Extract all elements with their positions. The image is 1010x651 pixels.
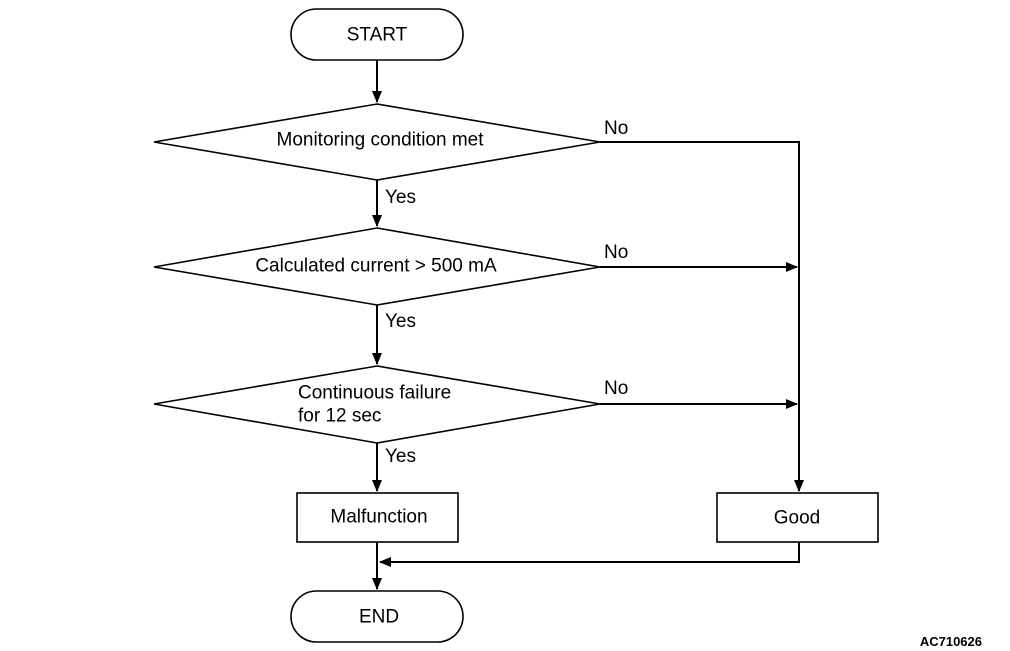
edge-label-continuous-yes: Yes [385,446,416,467]
node-malfunction: Malfunction [296,492,459,543]
node-monitoring-condition: Monitoring condition met [153,103,601,181]
malfunction-process-shape [296,492,459,543]
monitoring-decision-shape [153,103,601,181]
node-calculated-current: Calculated current > 500 mA [153,227,601,306]
continuous-failure-label-line2: for 12 sec [298,406,381,427]
edge-labels: Yes No Yes No Yes No [385,118,628,467]
monitoring-condition-label: Monitoring condition met [277,130,485,151]
continuous-decision-shape [153,365,601,444]
node-continuous-failure: Continuous failure for 12 sec [153,365,601,444]
start-terminator-shape [290,8,464,61]
figure-id: AC710626 [920,634,982,649]
edges [372,60,804,590]
node-start: START [290,8,464,61]
edge-label-current-yes: Yes [385,311,416,332]
start-label: START [347,25,408,46]
edge-label-continuous-no: No [604,378,628,399]
node-end: END [290,590,464,643]
calculated-current-label: Calculated current > 500 mA [255,256,497,277]
edge-monitoring-to-good [600,141,804,492]
edge-good-to-end [379,542,800,567]
current-decision-shape [153,227,601,306]
node-good: Good [716,492,879,543]
edge-label-current-no: No [604,242,628,263]
end-terminator-shape [290,590,464,643]
continuous-failure-label-line1: Continuous failure [298,383,451,404]
edge-label-monitoring-no: No [604,118,628,139]
malfunction-label: Malfunction [330,507,427,528]
end-label: END [359,607,399,628]
edge-label-monitoring-yes: Yes [385,187,416,208]
good-process-shape [716,492,879,543]
good-label: Good [774,508,820,529]
